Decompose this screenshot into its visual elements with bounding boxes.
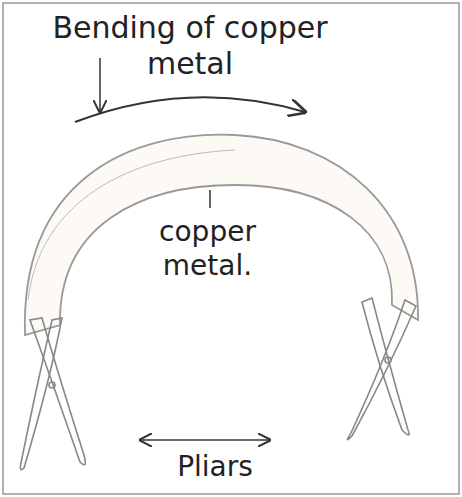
pointer-arrow [99, 58, 101, 112]
bending-arrow [75, 97, 305, 122]
pliers-arrow [140, 439, 270, 441]
leader-line [209, 190, 211, 208]
frame [3, 3, 459, 494]
pliers-right [347, 298, 416, 440]
pliers-left [20, 318, 85, 470]
bending-label: Bending of copper metal [40, 10, 340, 82]
pliers-label: Pliars [150, 450, 280, 484]
copper-strip [25, 135, 418, 335]
copper-label: copper metal. [140, 215, 275, 282]
